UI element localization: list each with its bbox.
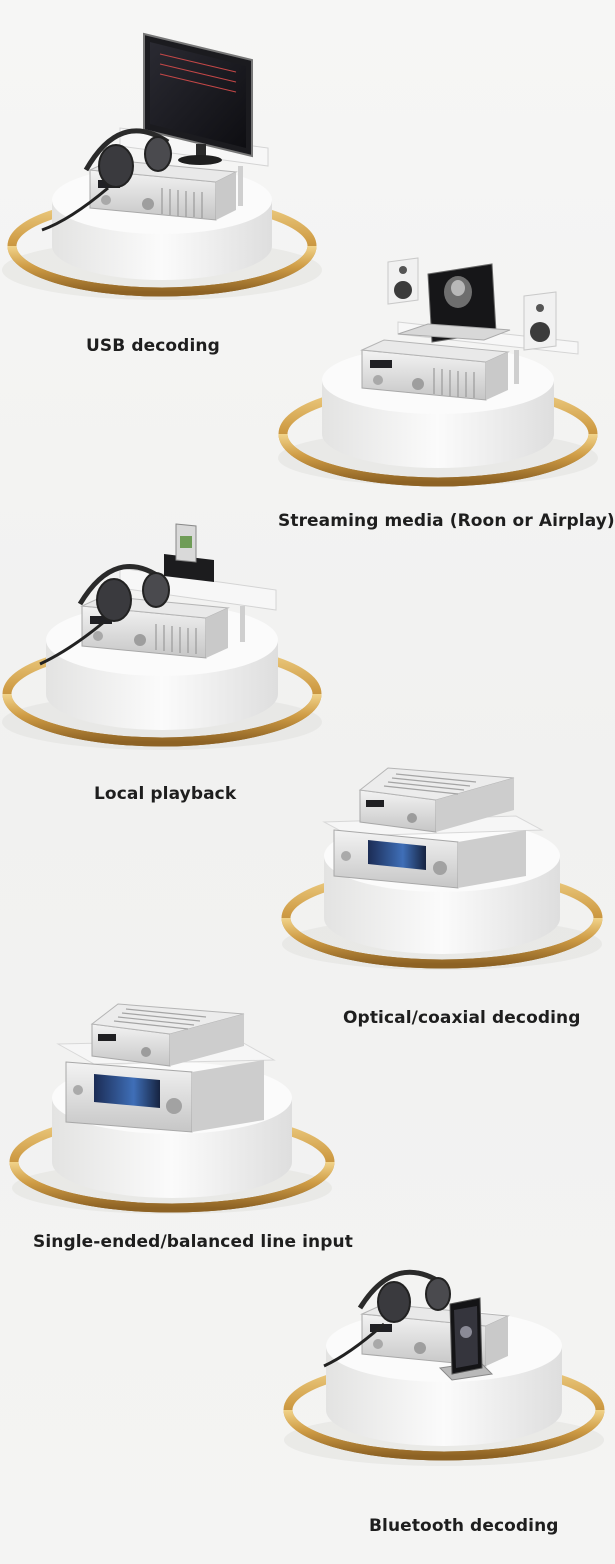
caption-bluetooth-decoding: Bluetooth decoding xyxy=(369,1516,559,1536)
caption-usb-decoding: USB decoding xyxy=(86,336,220,356)
caption-optical-coaxial: Optical/coaxial decoding xyxy=(343,1008,581,1028)
local-playback-illustration xyxy=(2,523,322,750)
caption-line-input: Single-ended/balanced line input xyxy=(33,1232,353,1252)
bluetooth-decoding-illustration xyxy=(283,1269,605,1466)
optical-coaxial-illustration xyxy=(281,767,603,970)
streaming-media-illustration xyxy=(278,257,598,487)
usb-decoding-illustration xyxy=(2,32,322,300)
caption-streaming-media: Streaming media (Roon or Airplay) xyxy=(278,511,615,531)
caption-local-playback: Local playback xyxy=(94,784,237,804)
line-input-illustration xyxy=(9,1003,335,1214)
